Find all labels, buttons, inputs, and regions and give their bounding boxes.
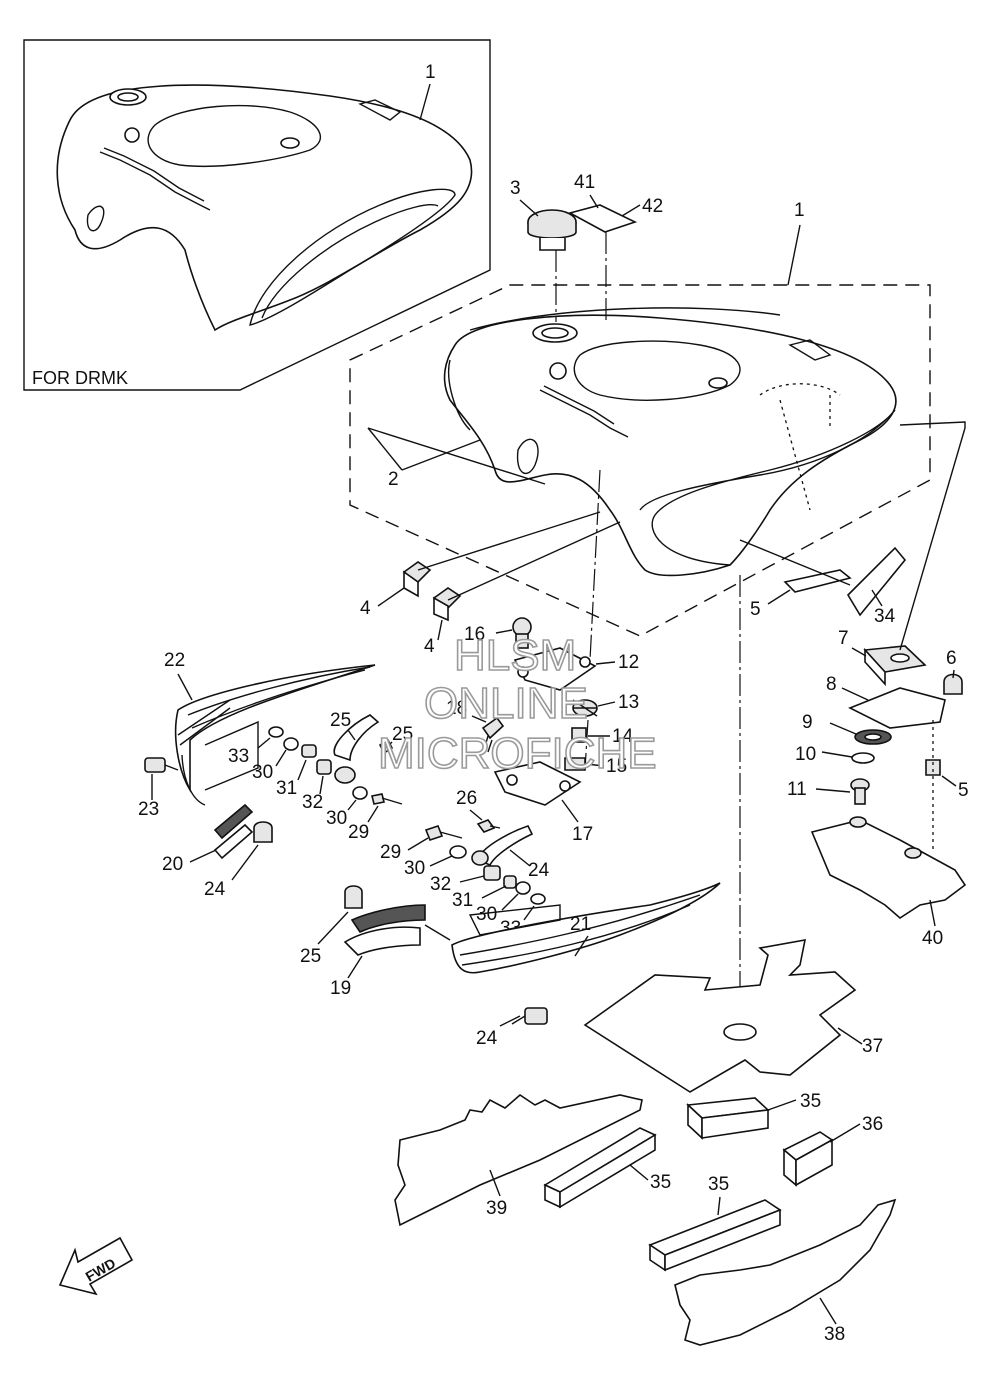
callout-36b: 36 <box>862 1114 883 1135</box>
callout-15: 14 <box>612 726 634 747</box>
inset-label: FOR DRMK <box>32 368 128 388</box>
callout-23: 22 <box>164 650 185 671</box>
inset-panel: FOR DRMK 1 <box>23 39 491 391</box>
pads-group: 4 4 5 34 <box>360 511 907 657</box>
side-covers-group: 39 38 <box>394 1093 897 1346</box>
callout-22: 21 <box>570 914 591 935</box>
callout-8: 7 <box>838 628 849 649</box>
callout-26: 24 <box>528 860 550 881</box>
bracket-40 <box>810 819 967 919</box>
callout-32b: 32 <box>430 874 451 895</box>
emblem-20 <box>343 926 421 956</box>
callout-21: 20 <box>162 854 183 875</box>
callout-1: 1 <box>794 200 805 221</box>
callout-11: 10 <box>795 744 816 765</box>
callout-30c: 30 <box>404 858 425 879</box>
fuel-tank <box>443 314 897 577</box>
emblem-22 <box>451 882 721 974</box>
center-bracket-group: 16 12 13 14 15 17 18 <box>446 469 639 845</box>
bracket-9 <box>848 687 946 729</box>
heat-pad-37 <box>583 939 857 1093</box>
bracket-27 <box>333 714 380 762</box>
side-cover-38 <box>674 1198 897 1346</box>
callout-25b: 25 <box>300 946 321 967</box>
watermark: HLSM ONLINE MICROFICHE <box>377 630 657 779</box>
tank-assembly-boundary <box>349 284 931 637</box>
callout-14: 13 <box>618 692 639 713</box>
callout-16: 15 <box>606 756 627 777</box>
emblem-21 <box>213 823 254 860</box>
callout-13: 12 <box>618 652 639 673</box>
callout-25a: 24 <box>204 879 226 900</box>
callout-28b: 26 <box>456 788 477 809</box>
callout-36a: 35 <box>800 1091 821 1112</box>
callout-34: 34 <box>874 606 896 627</box>
callout-37: 37 <box>862 1036 883 1057</box>
callout-29b: 29 <box>380 842 401 863</box>
bracket-26 <box>477 825 534 867</box>
callout-30d: 30 <box>476 904 497 925</box>
watermark-line-1: HLSM <box>454 631 576 680</box>
fuel-cap-group: 3 41 42 <box>510 172 663 322</box>
callout-19: 18 <box>446 698 467 719</box>
bracket-18 <box>493 761 582 806</box>
watermark-line-2: ONLINE <box>424 679 588 728</box>
callout-9: 8 <box>826 674 837 695</box>
left-emblem-group: 22 23 20 24 33 30 31 32 <box>138 650 376 900</box>
callout-12: 11 <box>787 779 807 800</box>
emblem-21-top <box>213 803 254 840</box>
callout-29a: 29 <box>348 822 369 843</box>
callout-30a: 30 <box>252 762 273 783</box>
callout-17: 16 <box>464 624 485 645</box>
main-fuel-tank-group: 1 2 <box>349 200 931 637</box>
callout-18: 17 <box>572 824 593 845</box>
inset-fuel-tank <box>56 84 473 332</box>
callout-30b: 30 <box>326 808 347 829</box>
callout-41: 41 <box>574 172 595 193</box>
callout-24b: 24 <box>476 1028 498 1049</box>
callout-2: 2 <box>388 469 399 490</box>
watermark-line-3: MICROFICHE <box>378 729 657 778</box>
callout-31b: 31 <box>452 890 473 911</box>
fwd-arrow: FWD <box>58 1236 134 1296</box>
callout-4a: 4 <box>360 598 371 619</box>
inset-callout-1: 1 <box>425 62 436 83</box>
dampers-group: 35 36 35 35 <box>543 1091 883 1272</box>
pad-34 <box>846 546 907 617</box>
callout-10: 9 <box>802 712 813 733</box>
callout-27: 25 <box>330 710 351 731</box>
right-emblem-group: 25 19 21 24 <box>300 882 721 1049</box>
callout-32a: 32 <box>302 792 323 813</box>
callout-4b: 4 <box>424 636 435 657</box>
callout-31a: 31 <box>276 778 297 799</box>
callout-40: 40 <box>922 928 943 949</box>
callout-42: 42 <box>642 196 663 217</box>
callout-20: 19 <box>330 978 351 999</box>
heat-pad-group: 37 <box>583 575 883 1093</box>
callout-7: 6 <box>946 648 957 669</box>
callout-38: 38 <box>824 1324 845 1345</box>
callout-6: 5 <box>958 780 969 801</box>
callout-3: 3 <box>510 178 521 199</box>
callout-39: 39 <box>486 1198 507 1219</box>
callout-24a: 23 <box>138 799 159 820</box>
callout-35a: 35 <box>650 1172 671 1193</box>
middle-bracket-group: 25 25 30 29 26 24 29 30 32 31 30 <box>326 710 550 939</box>
callout-28a: 25 <box>392 724 413 745</box>
right-bracket-group: 7 8 6 9 10 11 5 40 <box>787 421 969 949</box>
callout-5: 5 <box>750 599 761 620</box>
decal-42 <box>567 204 638 233</box>
side-cover-39 <box>394 1093 643 1227</box>
callout-33a: 33 <box>228 746 249 767</box>
emblem-23 <box>174 664 376 793</box>
callout-35b: 35 <box>708 1174 729 1195</box>
